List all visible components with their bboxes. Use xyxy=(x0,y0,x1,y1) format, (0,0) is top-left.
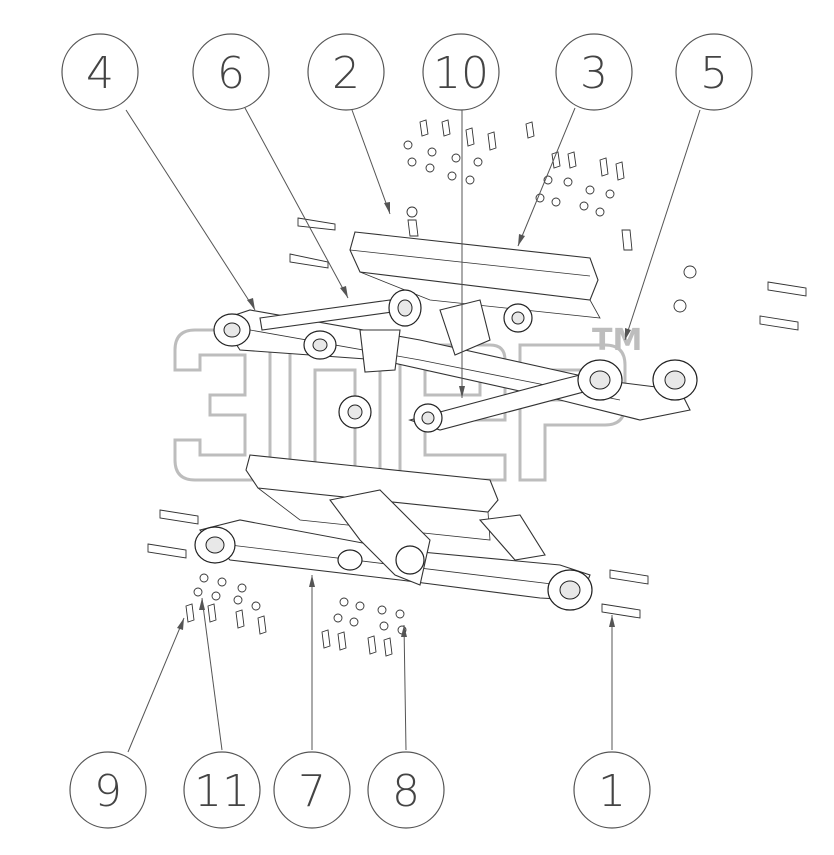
svg-text:4: 4 xyxy=(86,48,114,99)
callout-5: 5 xyxy=(675,33,753,111)
callout-6: 6 xyxy=(192,33,270,111)
svg-text:10: 10 xyxy=(433,48,489,99)
bushing-lower-left xyxy=(194,526,236,564)
bushing-upper-right xyxy=(503,303,533,333)
callout-11: 11 xyxy=(183,751,261,829)
watermark-tm: TM xyxy=(592,323,642,358)
svg-text:1: 1 xyxy=(598,766,626,817)
bushing-lower-mid xyxy=(338,395,443,433)
svg-text:7: 7 xyxy=(298,766,326,817)
callout-7: 7 xyxy=(273,751,351,829)
lower-assembly xyxy=(147,454,649,619)
callout-1: 1 xyxy=(573,751,651,829)
svg-text:9: 9 xyxy=(94,766,122,817)
callout-8: 8 xyxy=(367,751,445,829)
upper-hardware xyxy=(403,119,625,217)
leader-lines xyxy=(125,107,701,753)
svg-text:6: 6 xyxy=(217,48,245,99)
svg-text:2: 2 xyxy=(332,48,360,99)
callout-9: 9 xyxy=(69,751,147,829)
svg-text:3: 3 xyxy=(580,48,608,99)
bushing-upper-far-right xyxy=(577,359,698,401)
upper-assembly xyxy=(213,206,807,433)
callout-2: 2 xyxy=(307,33,385,111)
callout-4: 4 xyxy=(61,33,139,111)
callout-10: 10 xyxy=(422,33,500,111)
bushing-upper-left xyxy=(213,313,251,347)
callout-3: 3 xyxy=(555,33,633,111)
svg-text:11: 11 xyxy=(194,766,250,817)
bushing-lower-right xyxy=(547,569,593,611)
bushing-upper-center xyxy=(303,330,337,360)
bushing-upper-mid xyxy=(388,289,422,327)
svg-text:8: 8 xyxy=(392,766,420,817)
svg-text:5: 5 xyxy=(700,48,728,99)
lower-hardware xyxy=(185,573,407,657)
